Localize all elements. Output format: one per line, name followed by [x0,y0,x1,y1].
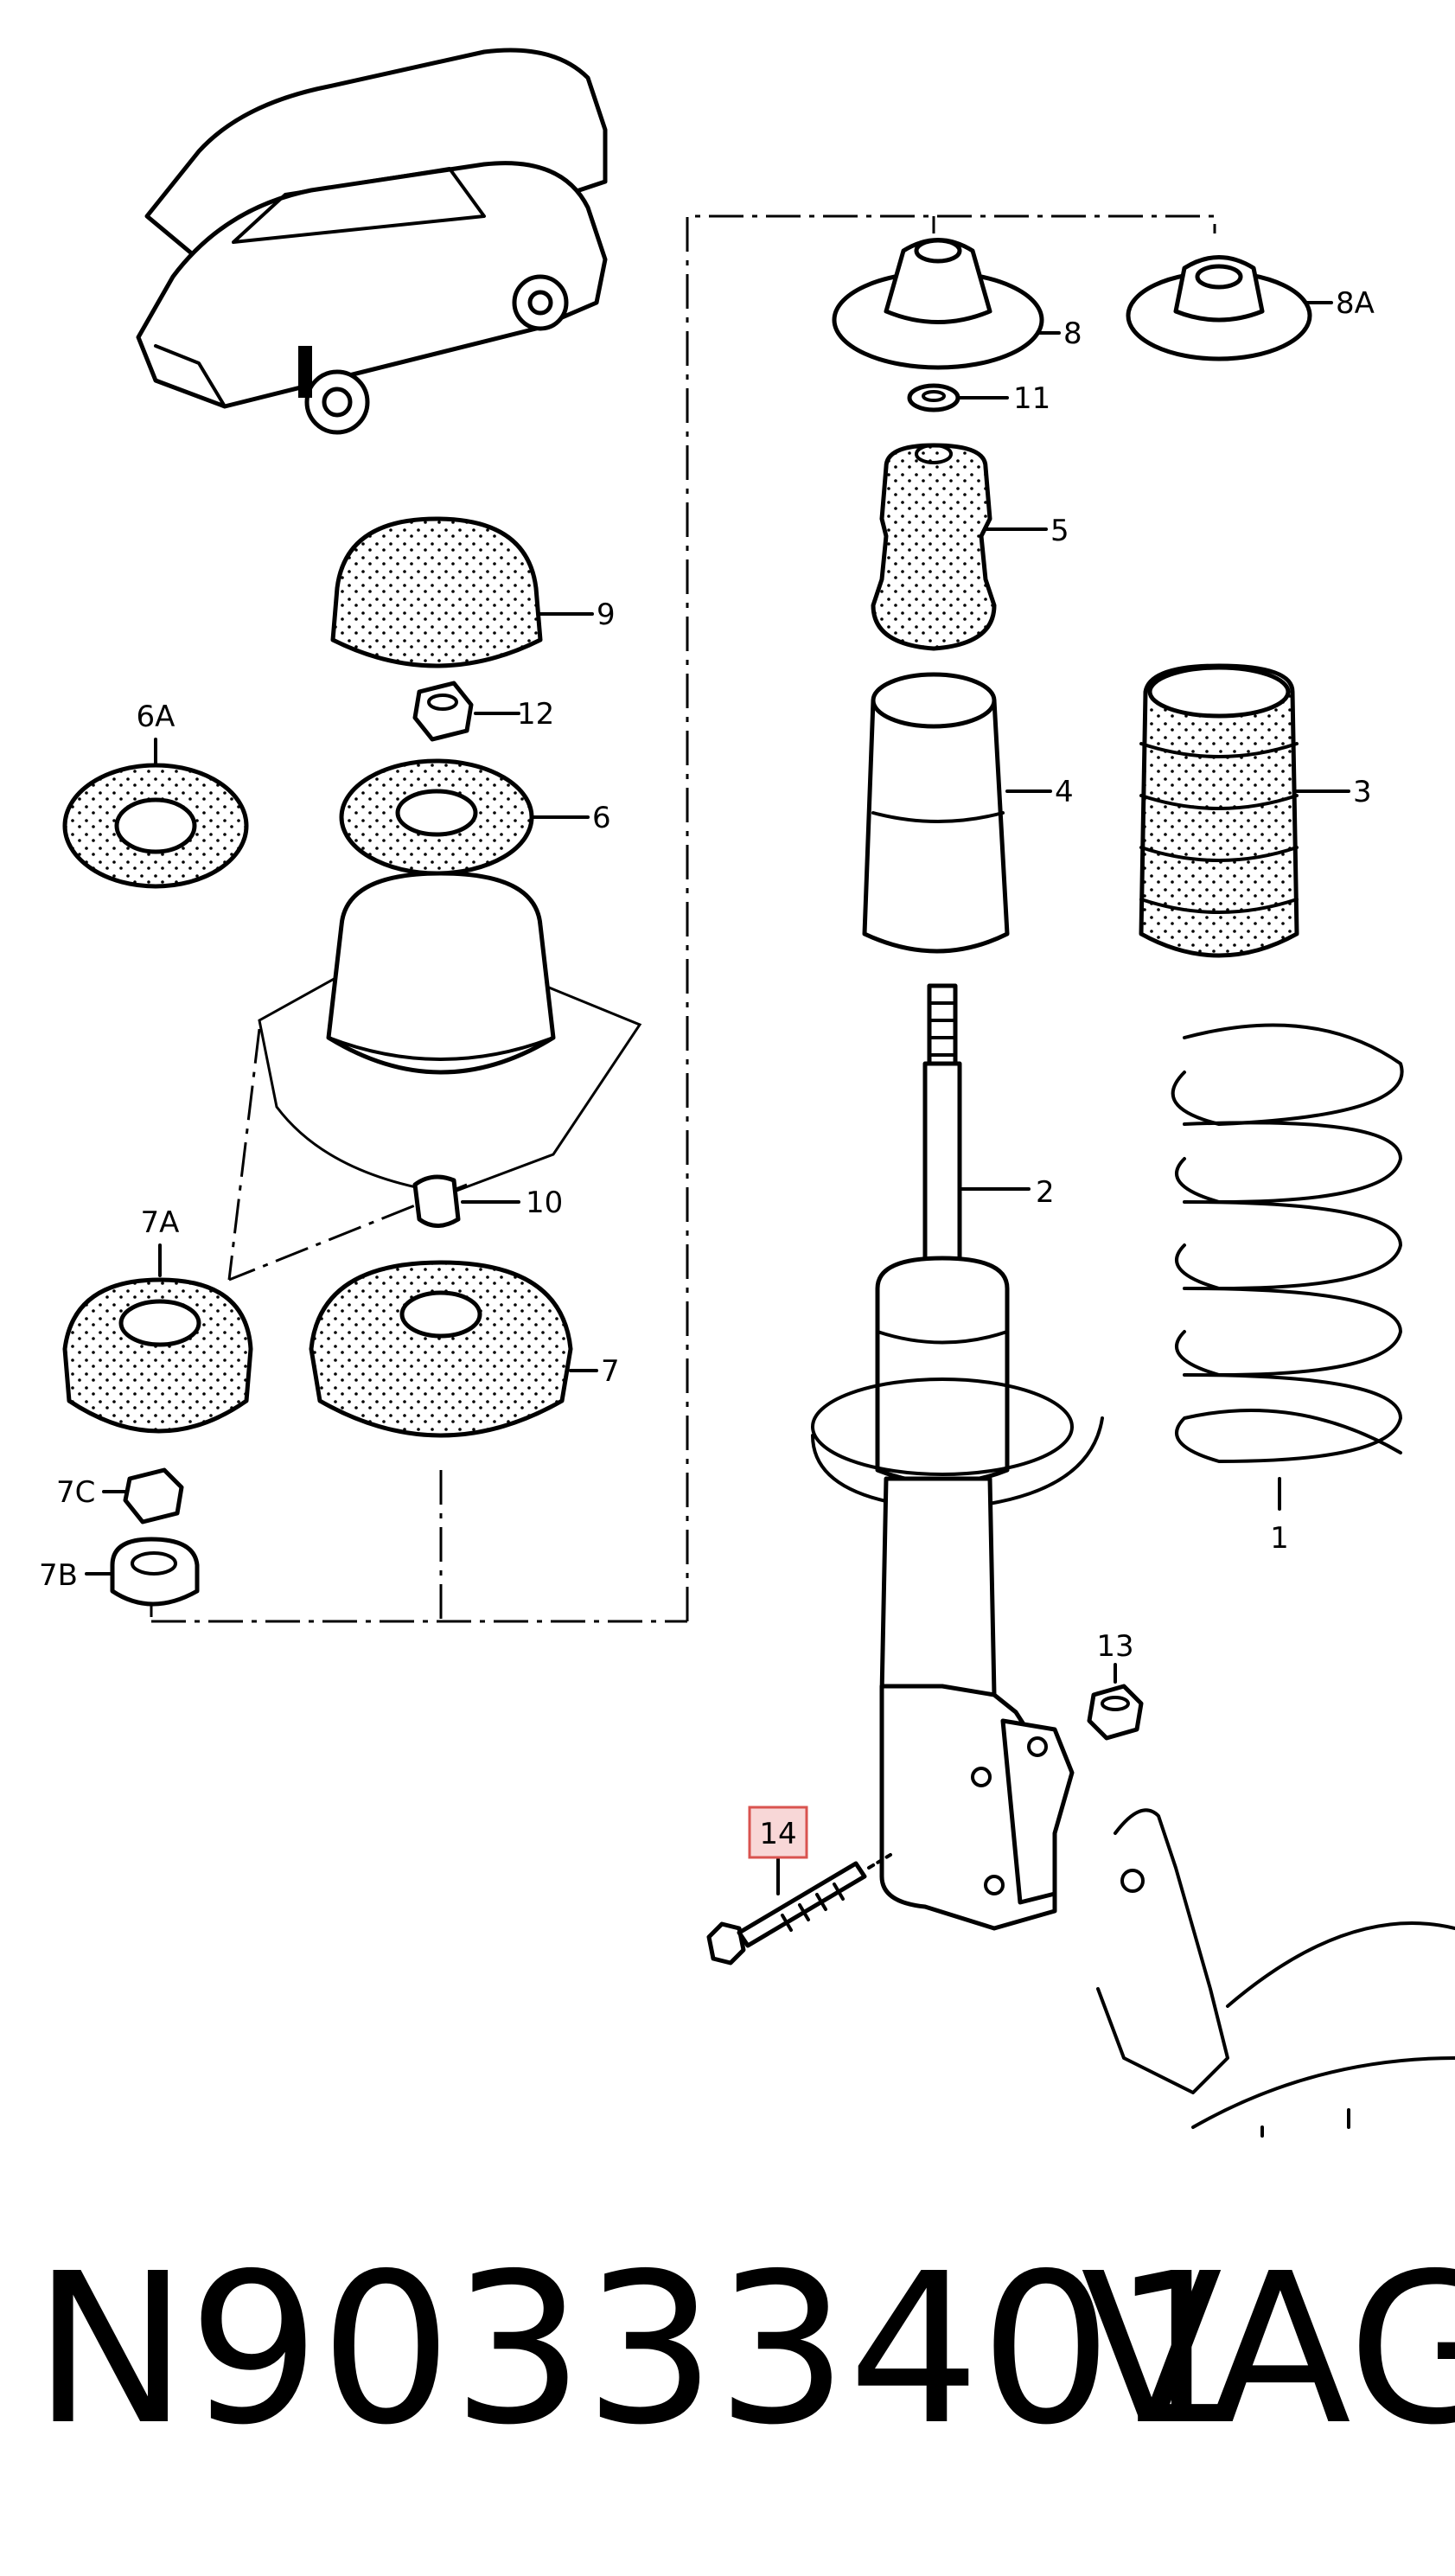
label-7: 7 [601,1354,620,1389]
top-mount-part-8 [832,238,1061,370]
label-10: 10 [526,1186,563,1220]
coil-spring-part-1 [1171,1023,1404,1511]
label-8a: 8A [1336,286,1375,321]
label-13: 13 [1096,1629,1133,1664]
label-6a: 6A [137,700,175,734]
label-7b: 7B [39,1558,78,1593]
bush-part-7b [85,1537,200,1607]
bush-part-10 [412,1174,520,1228]
car-illustration [136,48,608,435]
callout-labels: 1 2 3 4 5 6 6A 7 7A 7B 7C 8 8A 9 10 11 1… [39,286,1375,1851]
top-mount-part-8a [1126,255,1333,361]
label-2: 2 [1036,1175,1055,1210]
strut-part-2 [811,983,1104,1931]
highlight-box-14 [748,1806,808,1859]
label-14: 14 [759,1817,796,1851]
brand-name: VAG [1081,2228,1455,2471]
bolt-part-14 [706,1853,892,1966]
label-8: 8 [1063,316,1082,351]
nut-part-7c [102,1467,184,1525]
part-number: N90333401 [33,2228,1244,2471]
label-4: 4 [1055,775,1074,809]
boot-part-4 [862,672,1052,954]
label-3: 3 [1353,775,1372,809]
washer-part-11 [907,383,1009,412]
label-9: 9 [597,598,616,632]
cap-part-9 [330,516,594,668]
nut-part-13 [1087,1663,1144,1741]
strut-mount-part-7 [309,1260,598,1438]
bellows-part-3 [1139,663,1350,958]
mount-part-6a [62,738,249,889]
group-bracket [150,214,1216,1623]
label-11: 11 [1013,381,1050,416]
label-7a: 7A [141,1205,180,1240]
mount-part-6 [339,758,590,876]
bump-stop-part-5 [871,443,1048,651]
label-1: 1 [1270,1521,1289,1556]
mount-part-7a [62,1243,253,1434]
steering-knuckle [1096,1808,1455,2138]
label-5: 5 [1050,514,1069,548]
label-12: 12 [517,697,554,732]
label-6: 6 [592,801,611,835]
nut-part-12 [412,681,520,742]
label-7c: 7C [56,1475,95,1510]
